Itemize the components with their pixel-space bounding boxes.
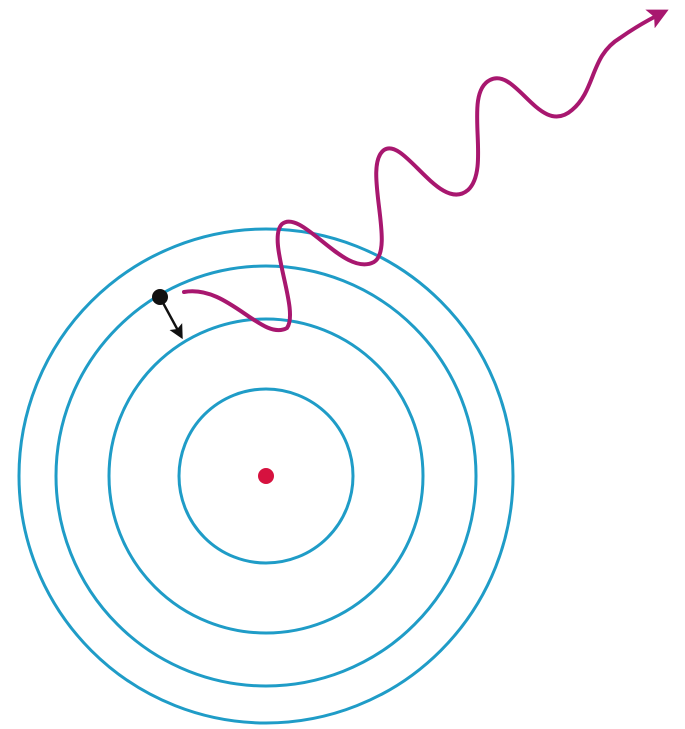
electron-dot	[152, 289, 168, 305]
emitted-photon-wave	[184, 12, 664, 330]
nucleus-dot	[258, 468, 274, 484]
electron-transition-arrow	[162, 301, 181, 336]
